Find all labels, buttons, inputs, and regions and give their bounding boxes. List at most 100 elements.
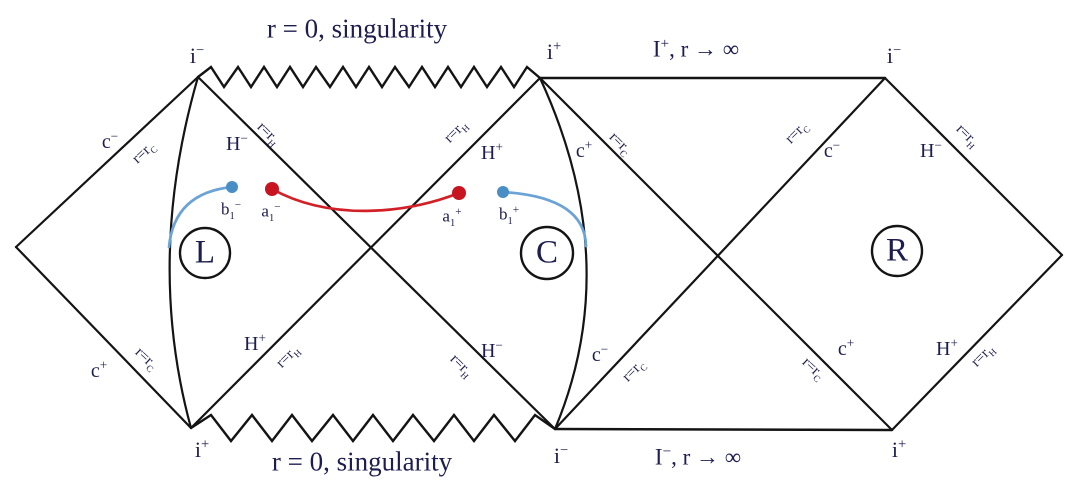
edge-c-plus-left [14,245,193,430]
b1-minus-label-sup: − [234,198,242,211]
b1-plus-label-sup: + [512,203,520,216]
c-minus-left-top-sup: − [110,128,119,144]
a1-minus-label: a1− [261,201,280,223]
H-plus-right-bottom: H+ [936,336,958,360]
region-R-label: R [885,232,909,269]
a1-plus-label-base: a [442,206,450,226]
singularity-bottom-label: r = 0, singularity [271,446,453,477]
c-plus-top-mid: c+ [576,138,592,161]
c-minus-bottom-mid-base: c [591,344,601,366]
i-bottom-right-sup: + [897,436,907,453]
point-a1-plus [452,186,466,200]
b1-minus-label-base: b [220,199,230,219]
c-plus-top-mid-sup: + [584,137,593,153]
H-minus-right-top-sup: − [934,137,942,153]
a1-plus-label-sub: 1 [449,217,456,229]
singularity-zigzag-top [196,64,542,90]
scri-plus-label: I+, r → ∞ [652,34,739,62]
trajectory-a1 [270,187,461,213]
a1-minus-label-base: a [261,201,269,221]
i-bottom-right: i+ [891,436,907,462]
c-minus-top-right-base: c [823,140,833,162]
c-minus-left-top: c− [101,129,118,153]
edge-c-line-TR-BM [553,76,887,431]
scri-plus-label-base: I [652,36,661,62]
H-minus-bottom-mid: H− [481,338,503,362]
c-minus-left-top-base: c [101,131,111,153]
region-C-label: C [535,234,559,271]
c-minus-bottom-mid-sup: − [600,341,609,357]
H-plus-bottom-left-base: H [244,333,259,355]
H-plus-top-mid: H+ [481,140,503,164]
region-L-label: L [194,234,216,271]
H-minus-right-top: H− [920,138,942,162]
edge-c-minus-left [14,75,200,249]
edge-c-line-TM-BR [538,76,894,432]
boundary-curve-L [168,75,200,430]
scri-minus-label: I−, r → ∞ [654,442,742,470]
b1-plus-label-sub: 1 [507,215,513,227]
b1-plus-label-base: b [498,204,508,224]
i-top-mid-sup: + [552,38,562,55]
H-minus-right-top-base: H [920,140,935,162]
a1-plus-label-sup: + [455,205,462,218]
H-plus-right-bottom-sup: + [950,335,958,351]
c-plus-bottom-right-sup: + [846,335,855,351]
scri-minus-label-sup: − [662,442,672,460]
H-plus-top-mid-base: H [481,142,496,164]
trajectory-b1-plus [501,190,588,248]
region-L-label-base: L [194,234,216,271]
i-top-mid: i+ [547,38,562,63]
edge-H-line-TM-BL [189,76,542,430]
singularity-top-label-base: r = 0, singularity [266,13,448,44]
point-b1-plus [497,186,509,198]
H-minus-top-left-sup: − [240,130,248,146]
H-minus-top-left: H− [226,131,248,154]
i-top-right-base: i [886,43,893,68]
c-plus-left-bottom-sup: + [99,357,108,373]
i-bottom-left-base: i [194,437,201,462]
a1-plus-label: a1+ [442,205,462,228]
i-top-left-base: i [189,43,196,68]
i-top-left-sup: − [195,42,205,59]
i-bottom-right-base: i [891,437,898,462]
c-minus-top-right-sup: − [832,137,841,153]
i-bottom-mid-base: i [553,443,560,468]
a1-minus-label-sub: 1 [268,212,275,224]
region-circles [178,224,924,281]
scri-minus-line [553,427,894,432]
c-plus-left-bottom: c+ [91,358,107,381]
scri-plus-label-sup: + [660,34,670,52]
H-plus-right-bottom-base: H [936,338,951,360]
i-bottom-left-sup: + [200,436,210,453]
singularity-zigzag-bottom [189,413,557,443]
i-bottom-mid-sup: − [559,442,569,459]
singularity-bottom-label-base: r = 0, singularity [271,446,453,477]
H-minus-bottom-mid-base: H [481,340,496,362]
c-minus-bottom-mid: c− [591,342,608,366]
c-plus-bottom-right-base: c [837,338,847,360]
region-C-label-base: C [535,234,559,271]
scri-minus-label-tail: , r → ∞ [671,444,742,470]
region-C-circle [519,225,575,281]
edge-H-minus-right [883,76,1064,257]
singularity-top-label: r = 0, singularity [266,13,448,44]
region-R-label-base: R [885,232,909,269]
b1-minus-label-sub: 1 [229,210,235,222]
H-plus-bottom-left: H+ [244,331,266,355]
i-top-left: i− [189,42,205,68]
b1-plus-label: b1+ [498,203,520,226]
edge-H-plus-right [890,253,1064,432]
i-bottom-left: i+ [194,436,210,462]
scri-minus-label-base: I [654,444,663,470]
c-minus-top-right: c− [823,138,840,162]
marked-points [226,181,509,200]
b1-minus-label: b1− [220,198,242,221]
region-R-circle [870,224,924,278]
trajectory-b1-minus [167,185,234,249]
c-plus-bottom-right: c+ [837,336,854,360]
H-plus-bottom-left-sup: + [258,330,266,346]
boundary-curve-C [538,76,588,431]
